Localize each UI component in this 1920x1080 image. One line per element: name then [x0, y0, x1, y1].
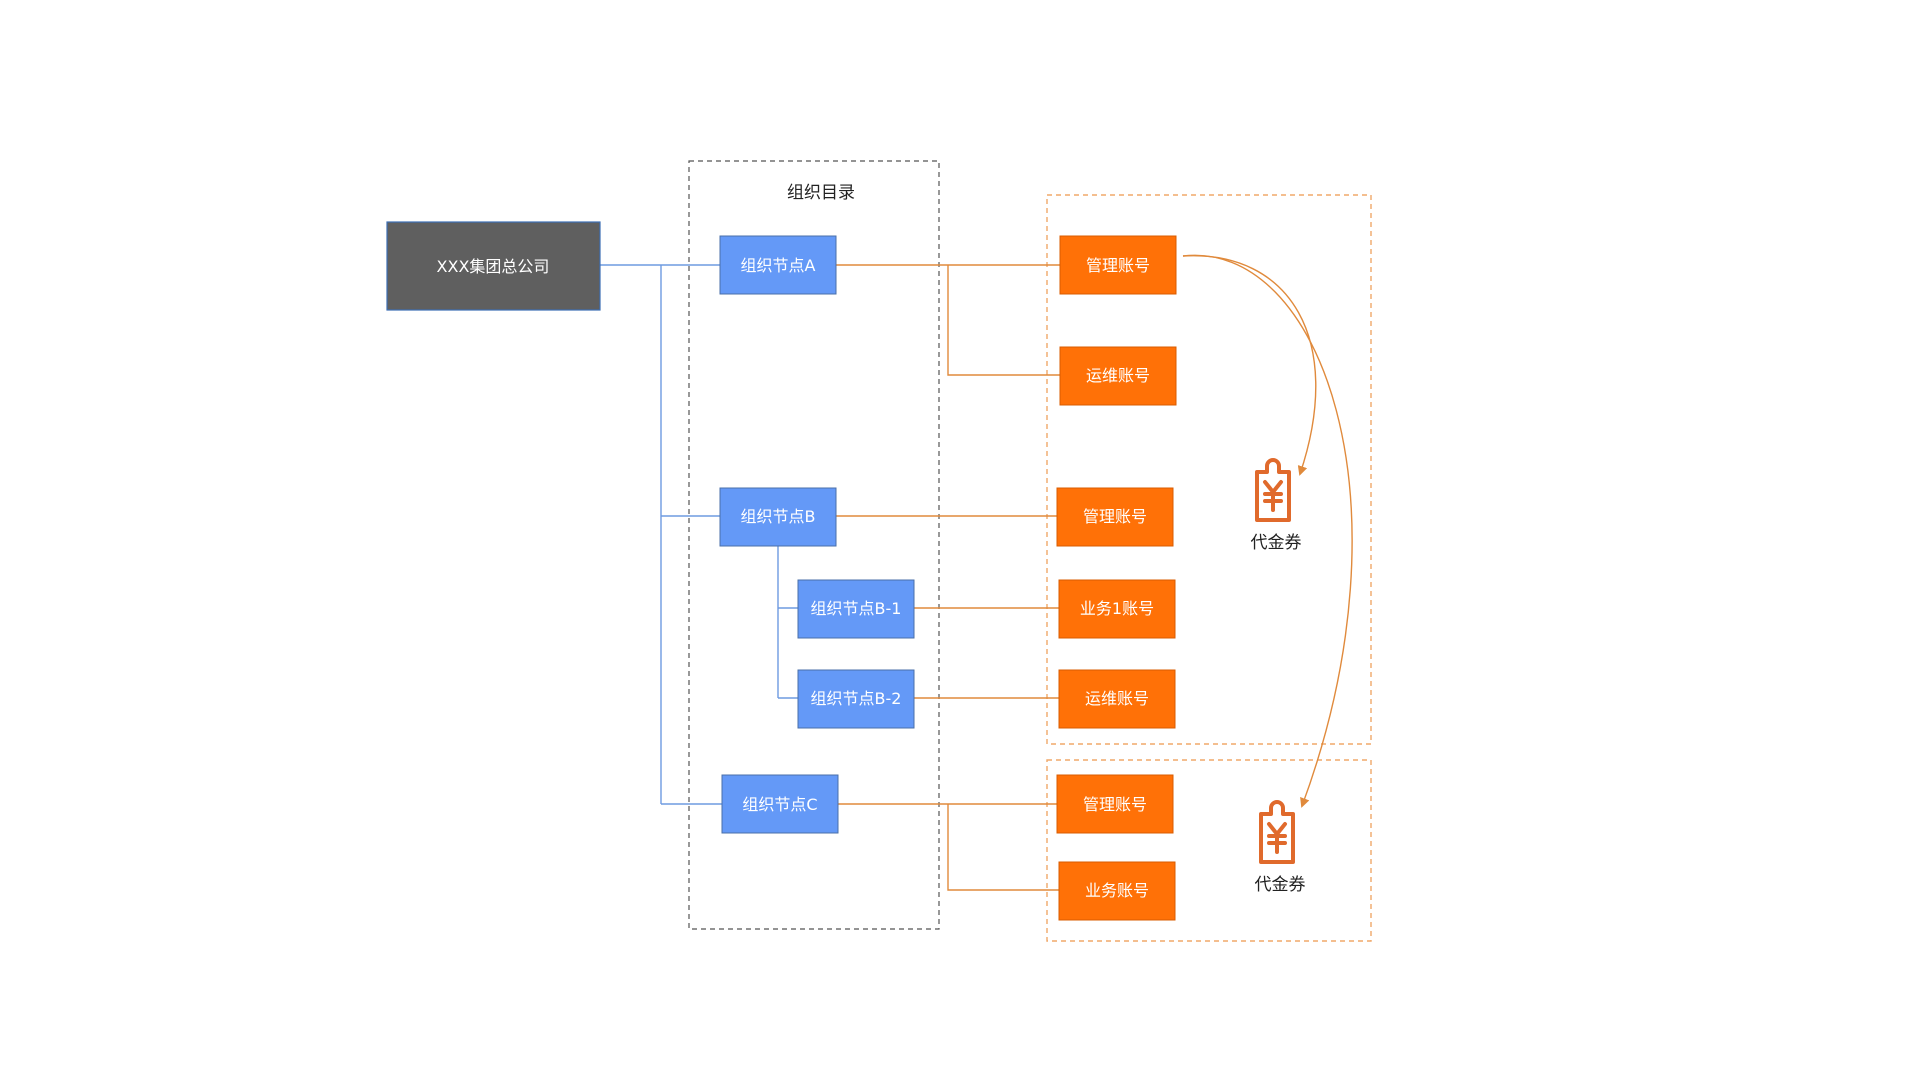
org-node-b1[interactable]: 组织节点B-1	[797, 579, 915, 639]
org-node-b[interactable]: 组织节点B	[719, 487, 837, 547]
voucher-group-frame-2	[1046, 759, 1372, 942]
voucher-yen-icon	[1255, 458, 1291, 522]
account-a-ops-label: 运维账号	[1086, 366, 1150, 385]
org-node-c[interactable]: 组织节点C	[721, 774, 839, 834]
account-b-manage[interactable]: 管理账号	[1056, 487, 1174, 547]
account-c-manage[interactable]: 管理账号	[1056, 774, 1174, 834]
account-c-biz-label: 业务账号	[1085, 881, 1149, 900]
org-directory-title: 组织目录	[787, 183, 855, 203]
account-a-manage-label: 管理账号	[1086, 256, 1150, 275]
account-a-ops[interactable]: 运维账号	[1059, 346, 1177, 406]
voucher-arrows	[1182, 254, 1353, 808]
org-node-b2[interactable]: 组织节点B-2	[797, 669, 915, 729]
arrow-to-voucher-1	[1182, 255, 1317, 476]
account-c-manage-label: 管理账号	[1083, 795, 1147, 814]
account-b-manage-label: 管理账号	[1083, 507, 1147, 526]
voucher-label-2: 代金券	[1255, 875, 1306, 895]
account-b1-biz-label: 业务1账号	[1080, 599, 1154, 618]
voucher-label-1: 代金券	[1251, 533, 1302, 553]
arrow-to-voucher-2	[1182, 254, 1353, 808]
voucher-group-frame-1	[1046, 194, 1372, 745]
org-node-a-label: 组织节点A	[741, 256, 816, 275]
org-node-c-label: 组织节点C	[742, 795, 817, 814]
root-company-node[interactable]: XXX集团总公司	[386, 221, 601, 311]
org-node-b2-label: 组织节点B-2	[811, 689, 902, 708]
org-node-b-label: 组织节点B	[741, 507, 816, 526]
root-company-label: XXX集团总公司	[437, 257, 550, 276]
account-b2-ops[interactable]: 运维账号	[1058, 669, 1176, 729]
org-directory-frame	[688, 160, 940, 930]
account-c-biz[interactable]: 业务账号	[1058, 861, 1176, 921]
org-node-b1-label: 组织节点B-1	[811, 599, 902, 618]
org-node-a[interactable]: 组织节点A	[719, 235, 837, 295]
account-b1-biz[interactable]: 业务1账号	[1058, 579, 1176, 639]
account-connectors	[836, 264, 1060, 891]
account-a-manage[interactable]: 管理账号	[1059, 235, 1177, 295]
hierarchy-connectors	[599, 264, 798, 805]
voucher-yen-icon	[1259, 800, 1295, 864]
account-b2-ops-label: 运维账号	[1085, 689, 1149, 708]
